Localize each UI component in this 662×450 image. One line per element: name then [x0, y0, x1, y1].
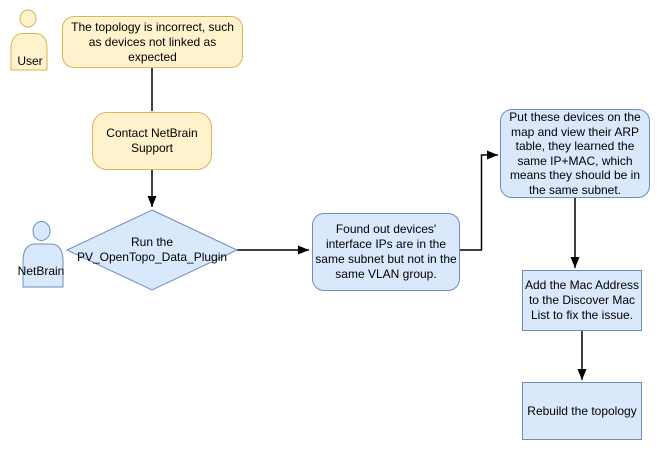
node-put-devices-on-map: Put these devices on the map and view th… [500, 109, 650, 198]
node-add-mac-address-text: Add the Mac Address to the Discover Mac … [524, 278, 640, 322]
node-add-mac-address: Add the Mac Address to the Discover Mac … [522, 270, 642, 331]
user-label: User [17, 54, 43, 68]
node-rebuild-topology-text: Rebuild the topology [527, 403, 637, 418]
node-found-out-devices-text: Found out devices' interface IPs are in … [315, 222, 457, 281]
node-contact-netbrain-support: Contact NetBrain Support [92, 112, 212, 170]
node-run-plugin: Run the PV_OpenTopo_Data_Plugin [52, 235, 252, 265]
node-run-plugin-text: Run the PV_OpenTopo_Data_Plugin [76, 235, 228, 264]
user-person-icon [9, 9, 49, 74]
node-topology-incorrect: The topology is incorrect, such as devic… [62, 16, 243, 68]
node-topology-incorrect-text: The topology is incorrect, such as devic… [71, 19, 234, 64]
node-found-out-devices: Found out devices' interface IPs are in … [312, 213, 460, 291]
edge-foundout-putdevices [460, 150, 498, 251]
run-plugin-diamond-shape [65, 209, 239, 291]
netbrain-label: NetBrain [17, 264, 65, 278]
node-rebuild-topology: Rebuild the topology [522, 382, 642, 440]
netbrain-person-icon [20, 215, 64, 291]
node-put-devices-on-map-text: Put these devices on the map and view th… [509, 110, 641, 197]
node-contact-netbrain-support-text: Contact NetBrain Support [106, 126, 198, 155]
